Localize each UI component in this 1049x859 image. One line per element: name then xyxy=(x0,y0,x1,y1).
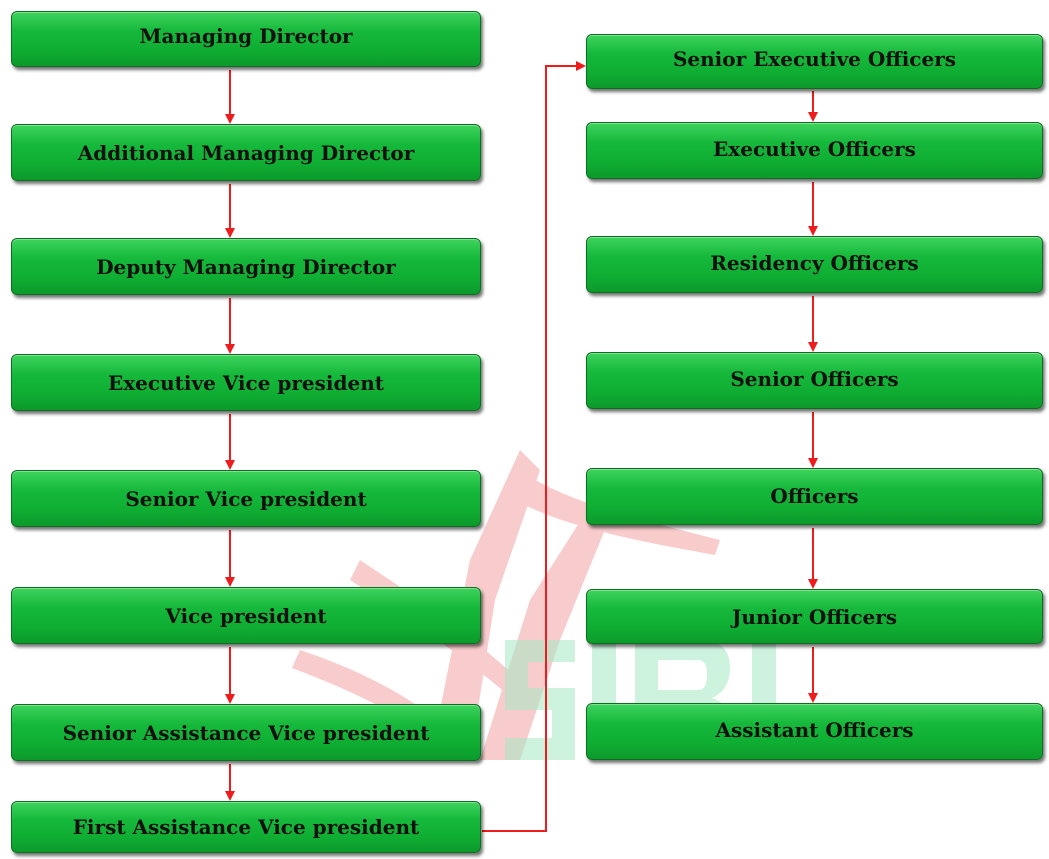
node-label: First Assistance Vice president xyxy=(72,815,420,839)
node-additional-managing-director: Additional Managing Director xyxy=(11,124,481,181)
arrow-left-to-right-column xyxy=(482,61,586,832)
node-senior-assistance-vice-president: Senior Assistance Vice president xyxy=(11,704,481,761)
node-label: Senior Officers xyxy=(730,366,899,391)
node-vice-president: Vice president xyxy=(11,587,481,644)
node-label: Managing Director xyxy=(139,24,353,48)
node-label: Executive Vice president xyxy=(108,370,384,395)
node-label: Officers xyxy=(770,483,859,508)
node-senior-executive-officers: Senior Executive Officers xyxy=(586,34,1043,89)
node-label: Senior Executive Officers xyxy=(672,46,957,71)
node-senior-officers: Senior Officers xyxy=(586,352,1043,409)
node-label: Vice president xyxy=(165,603,327,628)
node-junior-officers: Junior Officers xyxy=(586,589,1043,644)
node-label: Senior Assistance Vice president xyxy=(62,720,430,745)
node-label: Executive Officers xyxy=(713,136,916,161)
node-label: Additional Managing Director xyxy=(77,140,415,165)
node-label: Residency Officers xyxy=(710,250,919,275)
node-label: Junior Officers xyxy=(731,604,898,629)
node-residency-officers: Residency Officers xyxy=(586,236,1043,293)
node-executive-officers: Executive Officers xyxy=(586,122,1043,179)
node-label: Deputy Managing Director xyxy=(96,254,396,279)
node-label: Assistant Officers xyxy=(715,717,914,742)
node-executive-vice-president: Executive Vice president xyxy=(11,354,481,411)
node-assistant-officers: Assistant Officers xyxy=(586,703,1043,760)
node-label: Senior Vice president xyxy=(125,486,367,511)
node-senior-vice-president: Senior Vice president xyxy=(11,470,481,527)
node-first-assistance-vice-president: First Assistance Vice president xyxy=(11,801,481,853)
node-officers: Officers xyxy=(586,468,1043,525)
node-deputy-managing-director: Deputy Managing Director xyxy=(11,238,481,295)
node-managing-director: Managing Director xyxy=(11,11,481,67)
